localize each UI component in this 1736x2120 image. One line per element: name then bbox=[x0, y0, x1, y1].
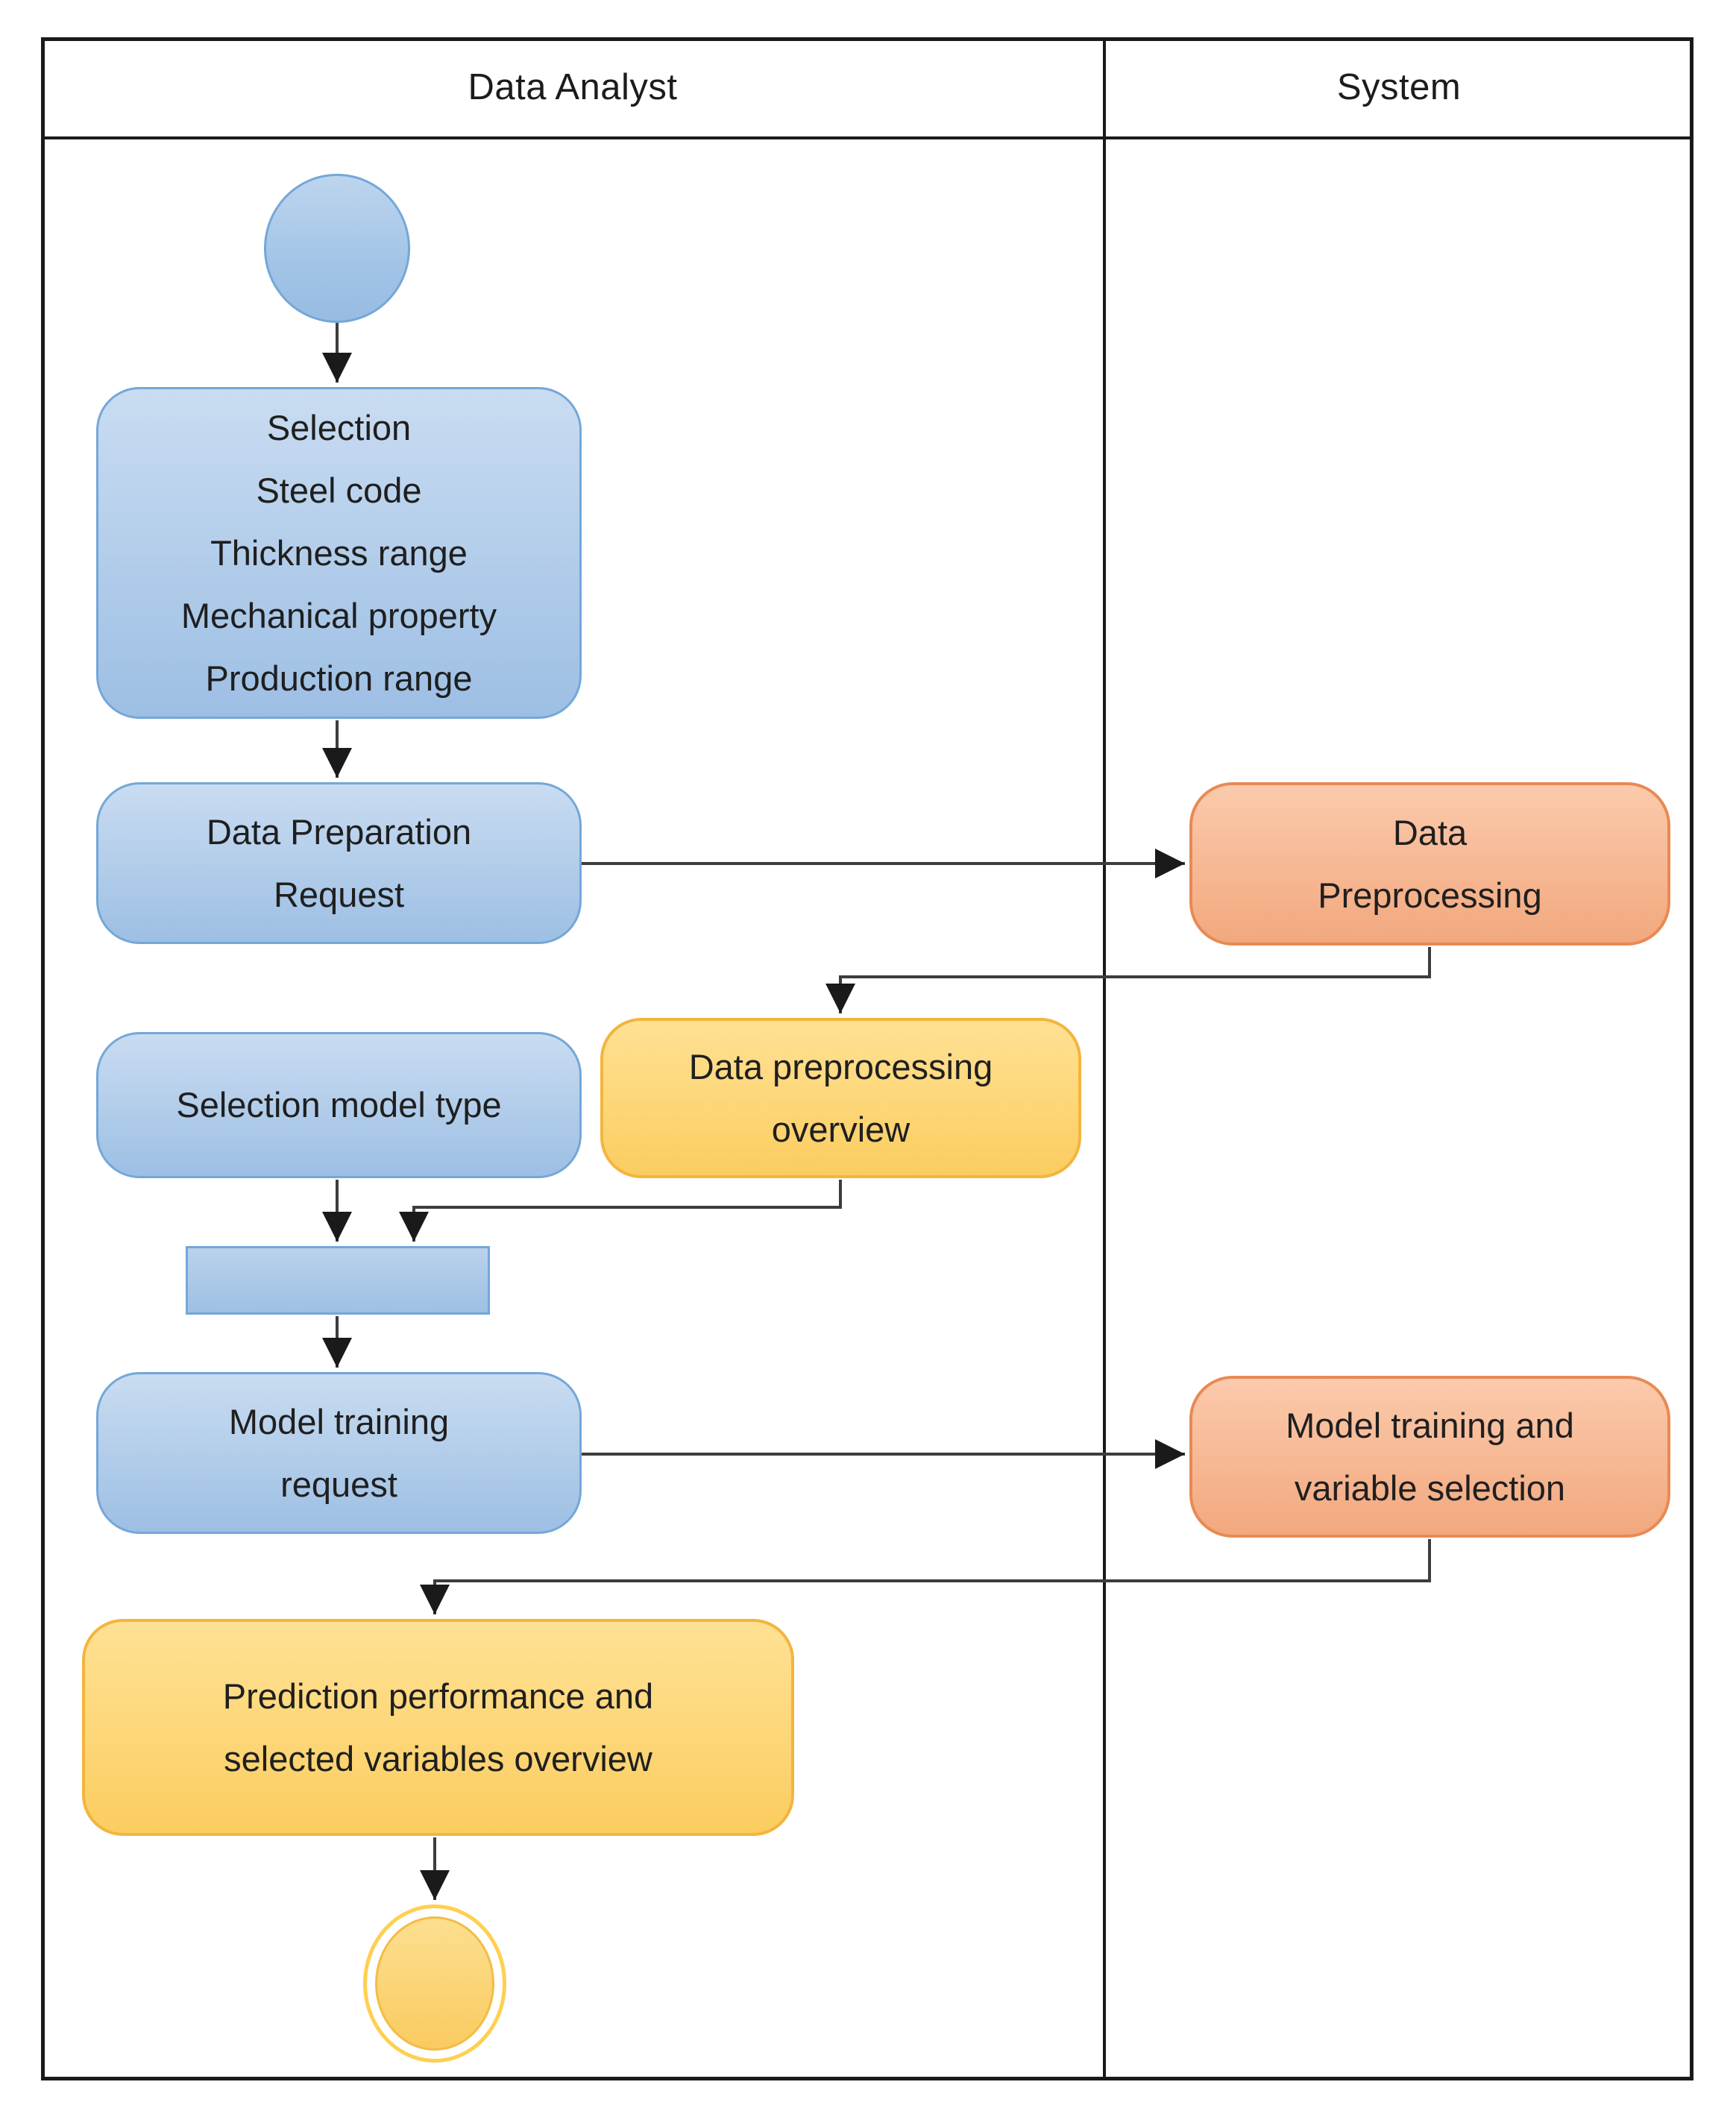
final-node bbox=[363, 1904, 506, 2063]
join-synchronization-bar bbox=[186, 1246, 490, 1315]
node-text-line: Production range bbox=[205, 658, 473, 698]
final-node-core bbox=[375, 1916, 494, 2051]
node-text-line: request bbox=[280, 1464, 397, 1504]
object-prediction-performance-overview: Prediction performance and selected vari… bbox=[82, 1619, 794, 1836]
node-text-line: Steel code bbox=[256, 470, 422, 510]
lane-divider bbox=[1103, 37, 1106, 2080]
node-text-line: Data bbox=[1392, 812, 1468, 852]
node-text-line: Request bbox=[273, 874, 405, 914]
node-text-line: Model training and bbox=[1286, 1405, 1574, 1445]
node-text-line: Data Preparation bbox=[206, 811, 472, 852]
node-text-line: Selection model type bbox=[176, 1085, 502, 1125]
activity-selection-model-type: Selection model type bbox=[96, 1032, 582, 1178]
lane-title-system: System bbox=[1336, 66, 1462, 107]
action-model-training-variable-selection: Model training and variable selection bbox=[1189, 1376, 1670, 1538]
node-text-line: selected variables overview bbox=[224, 1738, 652, 1778]
node-text-line: variable selection bbox=[1294, 1468, 1566, 1508]
object-data-preprocessing-overview: Data preprocessing overview bbox=[600, 1018, 1081, 1178]
lane-header-row: Data Analyst System bbox=[41, 37, 1693, 139]
connector-training-to-overview2 bbox=[420, 1539, 1431, 1614]
node-text-line: Data preprocessing bbox=[688, 1046, 993, 1086]
node-text-line: Model training bbox=[228, 1401, 450, 1441]
node-text-line: overview bbox=[771, 1109, 911, 1149]
lane-title-data-analyst: Data Analyst bbox=[468, 66, 678, 107]
initial-node bbox=[264, 174, 410, 323]
node-text-line: Prediction performance and bbox=[222, 1676, 654, 1716]
node-text-line: Selection bbox=[266, 407, 412, 447]
action-data-preprocessing: Data Preprocessing bbox=[1189, 782, 1670, 946]
node-text-line: Thickness range bbox=[210, 532, 468, 573]
node-text-line: Mechanical property bbox=[180, 595, 497, 635]
activity-model-training-request: Model training request bbox=[96, 1372, 582, 1534]
connector-preprocessing-to-overview1 bbox=[825, 947, 1431, 1013]
node-text-line: Preprocessing bbox=[1318, 875, 1542, 915]
connector-overview1-to-join bbox=[399, 1180, 842, 1242]
activity-selection-criteria: Selection Steel code Thickness range Mec… bbox=[96, 387, 582, 719]
activity-data-preparation-request: Data Preparation Request bbox=[96, 782, 582, 944]
